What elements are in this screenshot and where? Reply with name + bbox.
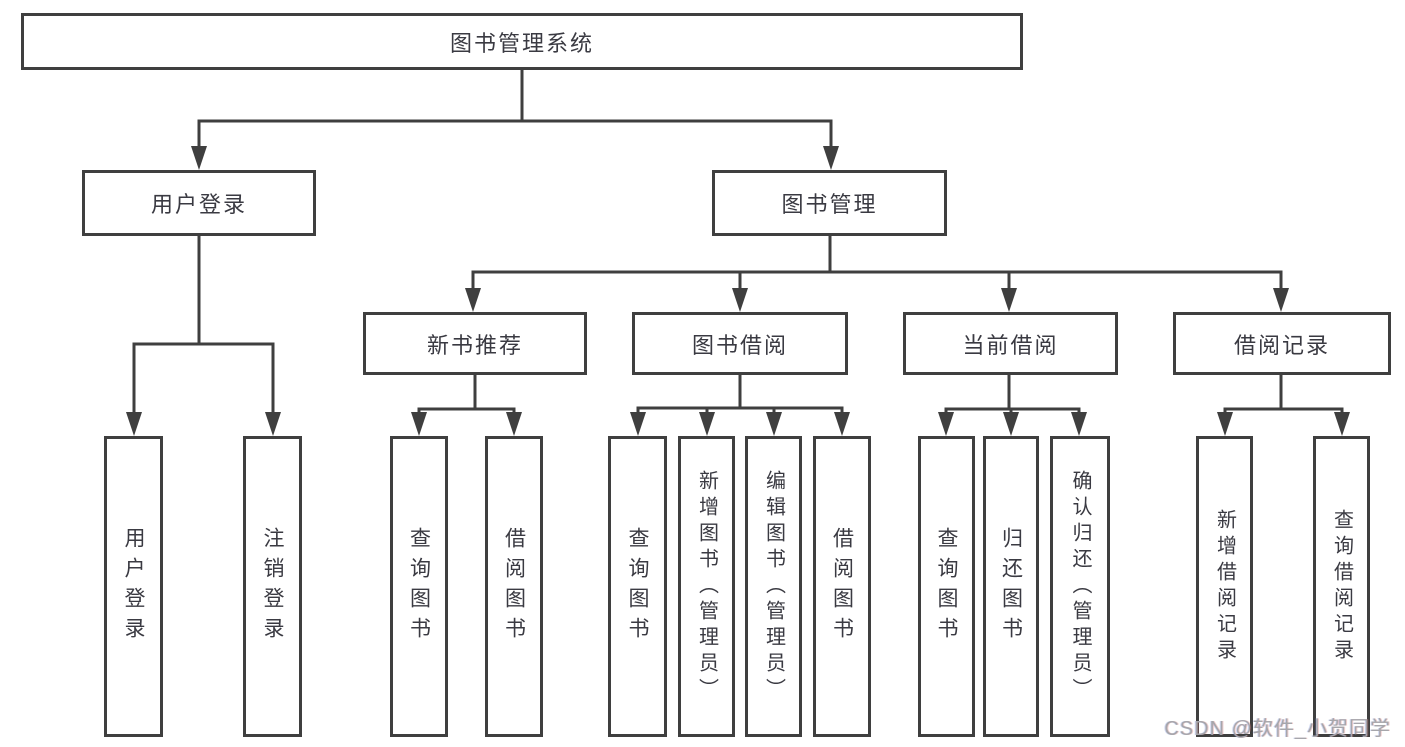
node-user-login: 用户登录 — [82, 170, 316, 236]
node-leaf-query-borrow-record: 查询借阅记录 — [1313, 436, 1370, 737]
node-current-borrow: 当前借阅 — [903, 312, 1118, 375]
node-label: 图书管理 — [781, 192, 878, 217]
node-leaf-return-book: 归还图书 — [983, 436, 1039, 737]
node-borrow-record: 借阅记录 — [1173, 312, 1391, 375]
node-label: 借阅图书 — [830, 526, 854, 647]
node-leaf-logout: 注销登录 — [243, 436, 302, 737]
node-book-borrow: 图书借阅 — [632, 312, 848, 375]
node-leaf-borrow-book-recommend: 借阅图书 — [485, 436, 543, 737]
node-leaf-user-login: 用户登录 — [104, 436, 163, 737]
node-leaf-add-borrow-record: 新增借阅记录 — [1196, 436, 1253, 737]
node-label: 新增借阅记录 — [1213, 508, 1236, 665]
node-label: 归还图书 — [999, 526, 1023, 647]
node-leaf-edit-book-admin: 编辑图书（管理员） — [745, 436, 802, 737]
node-book-management: 图书管理 — [712, 170, 947, 236]
node-label: 新书推荐 — [426, 332, 523, 358]
node-label: 注销登录 — [261, 526, 284, 647]
node-label: 查询借阅记录 — [1330, 508, 1353, 665]
node-label: 借阅记录 — [1233, 332, 1330, 358]
node-root: 图书管理系统 — [21, 13, 1023, 70]
node-leaf-query-book-current: 查询图书 — [918, 436, 975, 737]
node-new-book-recommend: 新书推荐 — [363, 312, 587, 375]
node-label: 确认归还（管理员） — [1069, 469, 1091, 704]
node-label: 编辑图书（管理员） — [762, 469, 785, 704]
node-leaf-query-book-borrow: 查询图书 — [608, 436, 667, 737]
node-leaf-confirm-return-admin: 确认归还（管理员） — [1050, 436, 1110, 737]
node-leaf-query-book-recommend: 查询图书 — [390, 436, 448, 737]
node-label: 用户登录 — [150, 192, 247, 217]
node-label: 当前借阅 — [962, 332, 1059, 358]
node-leaf-borrow-book: 借阅图书 — [813, 436, 871, 737]
node-label: 图书管理系统 — [449, 30, 594, 56]
csdn-watermark: CSDN @软件_小贺同学 — [1164, 718, 1391, 740]
node-label: 新增图书（管理员） — [695, 469, 718, 704]
node-label: 查询图书 — [935, 526, 958, 647]
node-label: 用户登录 — [122, 526, 145, 647]
node-leaf-add-book-admin: 新增图书（管理员） — [678, 436, 735, 737]
node-label: 借阅图书 — [502, 526, 526, 647]
node-label: 查询图书 — [407, 526, 431, 647]
node-label: 图书借阅 — [691, 332, 788, 358]
node-label: 查询图书 — [626, 526, 649, 647]
